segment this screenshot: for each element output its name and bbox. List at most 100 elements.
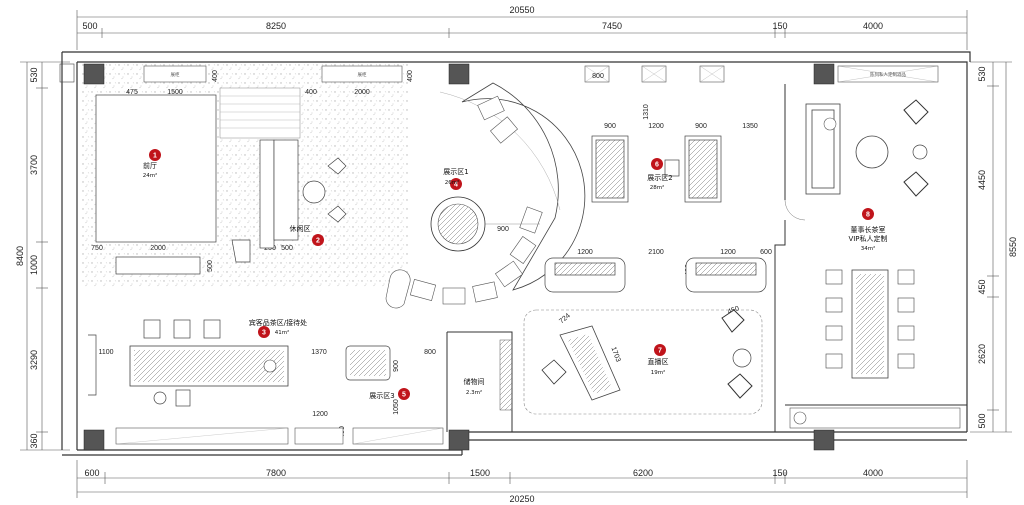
room-badge-7 <box>654 344 666 356</box>
dim-left-5: 360 <box>29 433 39 448</box>
live-side-table <box>732 348 752 368</box>
room-badge-number: 7 <box>658 348 662 355</box>
partitions <box>446 84 967 432</box>
dim-inner: 400 <box>407 70 414 82</box>
room-badge-5 <box>398 388 410 400</box>
room-name-6: 展示区2 <box>647 174 672 182</box>
dimension-right <box>970 61 1012 433</box>
dim-inner: 1200 <box>720 249 736 256</box>
live-armchair <box>727 373 753 399</box>
room-area-1: 24m² <box>143 172 158 179</box>
dim-top-3: 7450 <box>602 21 622 31</box>
vip-dining-chairs <box>825 269 915 369</box>
dim-right-1: 530 <box>977 66 987 81</box>
live-armchair <box>721 309 745 333</box>
stair-landing <box>219 87 301 139</box>
dim-inner: 724 <box>558 312 572 325</box>
room-badge-number: 5 <box>402 392 406 399</box>
room-badge-number: 3 <box>262 330 266 337</box>
cabinet-label: 展柜 <box>171 71 180 78</box>
room-name-1: 前厅 <box>143 161 157 170</box>
sink <box>263 359 277 373</box>
dim-inner: 1200 <box>312 411 328 418</box>
dimension-left <box>20 61 70 451</box>
room-badge-4 <box>450 178 462 190</box>
room-name-2: 休闲区 <box>290 224 311 233</box>
entry-box <box>59 63 75 83</box>
room-name-5: 展示区3 <box>369 392 394 400</box>
storage-name: 储物间 <box>464 377 485 386</box>
dim-inner: 1500 <box>167 89 183 96</box>
dim-inner: 1200 <box>577 249 593 256</box>
stair-treads <box>220 95 300 129</box>
dim-right-3: 450 <box>977 279 987 294</box>
live-chair <box>541 359 567 385</box>
vip-side-table <box>912 144 928 160</box>
room-name-3: 宾客品茶区/接待处 <box>249 318 307 327</box>
dim-left-total: 8400 <box>15 246 25 266</box>
dim-inner: 2000 <box>354 89 370 96</box>
dim-inner: 250 <box>264 245 276 252</box>
room-badge-number: 4 <box>454 182 458 189</box>
dim-inner: 400 <box>305 89 317 96</box>
room-badge-number: 1 <box>153 153 157 160</box>
structural-columns <box>83 63 835 451</box>
vip-coffee-table <box>855 135 889 169</box>
cabinet-label-top-right: 陈列私人定制酒品 <box>870 71 906 78</box>
room-badge-1 <box>149 149 161 161</box>
dim-inner: 500 <box>207 260 214 272</box>
dim-inner: 1350 <box>742 123 758 130</box>
dim-inner: 900 <box>604 123 616 130</box>
dim-inner: 800 <box>592 73 604 80</box>
dim-top-2: 8250 <box>266 21 286 31</box>
dim-inner: 1200 <box>648 123 664 130</box>
dim-bottom-5: 150 <box>772 468 787 478</box>
room-name-8: 董事长茶室 <box>851 225 886 234</box>
side-panel <box>88 334 97 396</box>
room-badge-3 <box>258 326 270 338</box>
dim-inner: 900 <box>695 123 707 130</box>
vip-sink <box>793 411 807 425</box>
dim-inner: 500 <box>281 245 293 252</box>
dim-right-4: 2620 <box>977 344 987 364</box>
room-name-4: 展示区1 <box>443 168 468 176</box>
dim-top-4: 150 <box>772 21 787 31</box>
dim-bottom-2: 7800 <box>266 468 286 478</box>
dim-inner: 400 <box>212 70 219 82</box>
dim-inner: 900 <box>393 360 400 372</box>
dim-inner: 475 <box>126 89 138 96</box>
dim-left-4: 3290 <box>29 350 39 370</box>
foyer-carpet <box>95 94 217 243</box>
vip-bottom-cabinet <box>789 407 961 429</box>
vip-dining-table-top <box>856 274 884 374</box>
show2-tables <box>591 135 722 203</box>
live-desk-top <box>568 334 612 394</box>
foyer-bench <box>115 256 201 275</box>
bottom-cabinets <box>115 427 444 445</box>
dimension-top <box>76 10 968 50</box>
room-badge-2 <box>312 234 324 246</box>
storage-shelf <box>499 339 513 411</box>
lounge-furniture <box>231 139 347 263</box>
dim-left-3: 1000 <box>29 255 39 275</box>
dim-inner: 750 <box>91 245 103 252</box>
cabinet-label: 展柜 <box>358 71 367 78</box>
show1-curved-cabinets <box>409 95 543 305</box>
show1-end-cap <box>385 269 411 309</box>
cabinet-cross <box>584 65 939 83</box>
reception-counter-top <box>134 350 284 382</box>
live-area-rug <box>523 309 763 415</box>
room-badge-8 <box>862 208 874 220</box>
dim-top-5: 4000 <box>863 21 883 31</box>
dimension-bottom <box>76 460 968 498</box>
bottom-cab-hatch <box>115 427 444 445</box>
room-area-4: 26m² <box>445 179 460 186</box>
room-badge-number: 8 <box>866 212 870 219</box>
dim-inner: 2100 <box>648 249 664 256</box>
room-name2-8: VIP私人定制 <box>848 234 887 243</box>
show1-round-inner <box>437 203 479 245</box>
outer-walls <box>61 51 971 456</box>
room-area-8: 34m² <box>861 245 876 252</box>
dim-inner: 1703 <box>609 346 621 363</box>
